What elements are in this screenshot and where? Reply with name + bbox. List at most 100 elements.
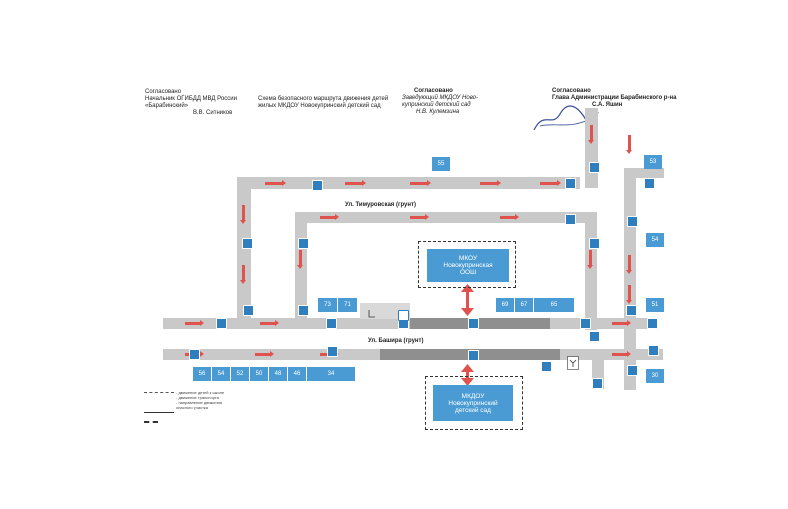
- school-top-line-1: МКОУ: [458, 255, 478, 262]
- house-number: 30: [646, 369, 664, 383]
- legend-arrow-line: [144, 412, 174, 413]
- traffic-arrow: [185, 320, 204, 326]
- approval-block-left: Согласовано Начальник ОГИБДД МВД России …: [145, 89, 255, 117]
- house-number: 65: [534, 298, 574, 312]
- road-right-connector-2: [603, 349, 663, 360]
- school-bottom-area: МКДОУ Новокупринский детский сад: [425, 376, 523, 430]
- road-right-upper: [585, 108, 598, 188]
- title-line-2: жилых МКДОУ Новокупринский детский сад: [258, 103, 381, 109]
- legend-item-3: - направление движения: [176, 400, 223, 405]
- house-number: 71: [338, 298, 357, 312]
- traffic-arrow: [260, 320, 279, 326]
- traffic-arrow: [410, 214, 429, 220]
- route-arrow-heads-top: [461, 284, 474, 316]
- traffic-arrow: [345, 180, 366, 186]
- road-top: [237, 177, 580, 189]
- road-middle: [163, 318, 603, 329]
- legend-item-1: - движение детей к школе: [176, 390, 225, 395]
- school-bottom-line-1: МКДОУ: [461, 392, 485, 400]
- route-arrow-heads-bottom: [461, 364, 474, 386]
- road-school-yard: [360, 303, 410, 319]
- approval-center-line-1: Согласовано: [414, 88, 453, 94]
- house-number: 67: [515, 298, 533, 312]
- road-sign-icon: [189, 349, 200, 360]
- road-sign-icon: [298, 305, 309, 316]
- road-sign-icon: [627, 365, 638, 376]
- road-sign-icon: [648, 345, 659, 356]
- traffic-arrow: [265, 180, 286, 186]
- road-sign-icon: [326, 318, 337, 329]
- road-sign-icon: [216, 318, 227, 329]
- house-number: 52: [231, 367, 249, 381]
- house-number: 73: [318, 298, 337, 312]
- approval-right-line-2: Глава Администрации Барабинского р-на: [552, 95, 677, 101]
- road-sign-icon: [589, 331, 600, 342]
- road-sign-icon: [541, 361, 552, 372]
- house-number: 54: [646, 233, 664, 247]
- house-number: 69: [496, 298, 514, 312]
- road-inner-right: [585, 212, 597, 330]
- school-bottom-line-2: Новокупринский: [448, 399, 498, 407]
- approval-left-line-1: Согласовано: [145, 89, 182, 95]
- school-top-area: МКОУ Новокупринская ООШ: [418, 241, 516, 288]
- traffic-arrow: [626, 255, 632, 274]
- road-sign-icon: [243, 305, 254, 316]
- road-far-right-top: [624, 168, 664, 178]
- house-number: 56: [193, 367, 211, 381]
- approval-center-line-4: Н.В. Кулемзина: [416, 109, 460, 115]
- house-number: 51: [646, 298, 664, 312]
- approval-right-line-1: Согласовано: [552, 88, 591, 94]
- road-sign-icon: [627, 216, 638, 227]
- traffic-arrow: [297, 250, 303, 269]
- approval-left-line-3: «Барабинский»: [145, 103, 189, 109]
- road-sign-icon: [626, 305, 637, 316]
- road-sign-icon: [565, 178, 576, 189]
- legend-dash-line: [144, 421, 158, 423]
- legend-text: - движение детей к школе - движение тран…: [176, 390, 236, 410]
- traffic-arrow: [626, 285, 632, 304]
- traffic-arrow: [587, 250, 593, 269]
- street-label-bashira: Ул. Башира (грунт): [368, 338, 424, 344]
- road-sign-icon: [468, 350, 479, 361]
- road-sign-icon: [468, 318, 479, 329]
- scheme-title: Схема безопасного маршрута движения дете…: [258, 96, 408, 110]
- school-top-line-3: ООШ: [459, 269, 477, 276]
- house-number: 48: [269, 367, 287, 381]
- traffic-arrow: [480, 180, 501, 186]
- traffic-arrow: [240, 265, 246, 284]
- school-top-label: МКОУ Новокупринская ООШ: [427, 249, 509, 282]
- road-sign-icon: [647, 318, 658, 329]
- house-number: 54: [212, 367, 230, 381]
- road-timurovskaya: [295, 212, 595, 223]
- traffic-arrow: [240, 205, 246, 224]
- road-left-outer: [237, 177, 251, 327]
- road-sign-icon: [589, 162, 600, 173]
- house-number: 34: [307, 367, 355, 381]
- house-number: 55: [432, 157, 450, 171]
- route-arrow-to-school: [466, 290, 469, 310]
- approval-block-center: Согласовано Заведующий МКДОУ Ново- купри…: [402, 88, 522, 116]
- traffic-arrow: [410, 180, 431, 186]
- legend-item-4: опасного участка: [176, 405, 208, 410]
- road-sign-icon: [589, 238, 600, 249]
- approval-left-line-2: Начальник ОГИБДД МВД России: [145, 96, 237, 102]
- approval-center-line-2: Заведующий МКДОУ Ново-: [402, 95, 479, 101]
- road-sign-icon: [644, 178, 655, 189]
- fence-icon: [368, 310, 375, 318]
- road-sign-icon: [398, 310, 409, 321]
- approval-right-line-3: С.А. Яшин: [592, 102, 623, 108]
- traffic-arrow: [500, 214, 519, 220]
- traffic-arrow: [612, 351, 631, 357]
- approval-center-line-3: купринский детский сад: [402, 102, 471, 108]
- road-sign-icon: [242, 238, 253, 249]
- house-number: 50: [250, 367, 268, 381]
- road-sign-icon: [298, 238, 309, 249]
- road-sign-icon: [565, 214, 576, 225]
- road-sign-icon: [592, 378, 603, 389]
- traffic-arrow: [255, 351, 274, 357]
- school-bottom-line-3: детский сад: [455, 406, 491, 414]
- traffic-arrow: [612, 320, 631, 326]
- traffic-arrow: [626, 135, 632, 154]
- road-sign-icon: [327, 346, 338, 357]
